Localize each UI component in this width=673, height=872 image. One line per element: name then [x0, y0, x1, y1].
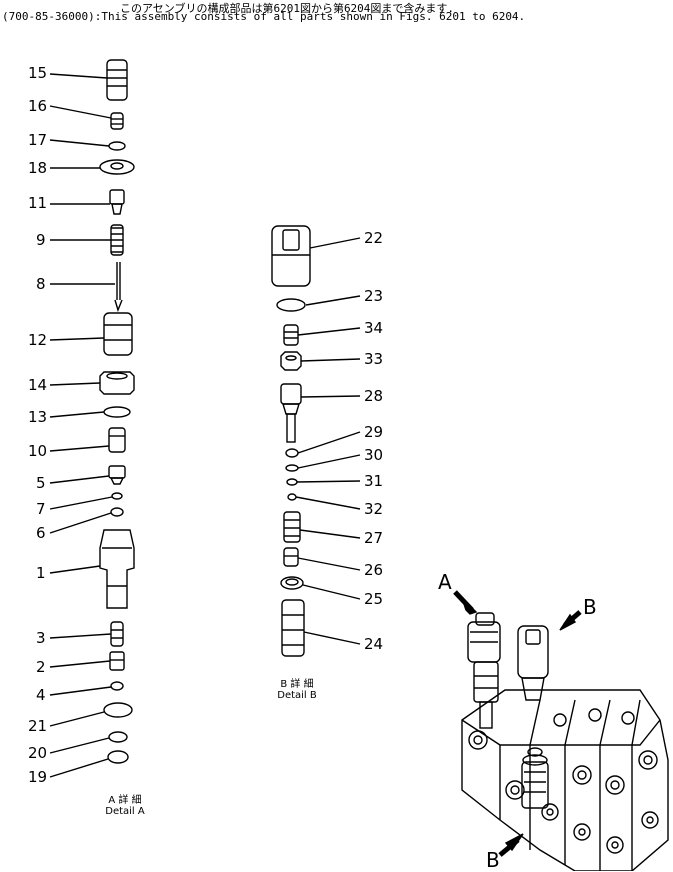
- label-21: 21: [28, 717, 48, 735]
- label-7: 7: [36, 500, 46, 518]
- label-11: 11: [28, 194, 48, 212]
- header-japanese: このアセンブリの構成部品は第6201図から第6204図まで含みます.: [120, 2, 455, 15]
- detail-b-jp: B 詳 細: [280, 679, 314, 690]
- part-28: [280, 383, 302, 443]
- label-26: 26: [364, 561, 384, 579]
- part-19: [107, 750, 129, 764]
- view-marker-b-top: B: [583, 595, 597, 619]
- label-25: 25: [364, 590, 384, 608]
- label-5: 5: [36, 474, 46, 492]
- view-arrow-b-top: [559, 610, 582, 631]
- part-22: [271, 225, 311, 287]
- valve-assembly-drawing: [461, 612, 669, 871]
- part-6: [110, 507, 124, 517]
- label-27: 27: [364, 529, 384, 547]
- part-1: [99, 529, 135, 609]
- detail-b-en: Detail B: [277, 690, 317, 701]
- part-33: [280, 351, 302, 371]
- label-28: 28: [364, 387, 384, 405]
- part-10: [108, 427, 126, 453]
- part-31: [286, 478, 298, 486]
- part-18: [99, 159, 135, 175]
- part-25: [280, 576, 304, 590]
- leaders-b: [295, 237, 361, 645]
- part-34: [283, 324, 299, 346]
- label-4: 4: [36, 686, 46, 704]
- part-13: [103, 406, 131, 418]
- part-12: [103, 312, 133, 356]
- part-23: [276, 298, 306, 312]
- part-16: [110, 112, 124, 130]
- part-7: [111, 492, 123, 500]
- detail-a-jp: A 詳 細: [108, 795, 142, 806]
- header-english: (700-85-36000):This assembly consists of…: [2, 10, 526, 23]
- part-14: [99, 371, 135, 395]
- label-31: 31: [364, 472, 384, 490]
- part-8: [114, 262, 123, 313]
- label-15: 15: [28, 64, 48, 82]
- label-16: 16: [28, 97, 48, 115]
- part-32: [287, 493, 297, 501]
- part-24: [281, 599, 305, 657]
- part-15: [106, 59, 128, 101]
- part-2: [109, 651, 125, 671]
- label-13: 13: [28, 408, 48, 426]
- label-29: 29: [364, 423, 384, 441]
- label-22: 22: [364, 229, 384, 247]
- part-29: [285, 448, 299, 458]
- label-6: 6: [36, 524, 46, 542]
- label-23: 23: [364, 287, 384, 305]
- part-4: [110, 681, 124, 691]
- detail-a-caption: A 詳 細 Detail A: [90, 795, 160, 817]
- part-30: [285, 464, 299, 472]
- label-1: 1: [36, 564, 46, 582]
- label-3: 3: [36, 629, 46, 647]
- part-5: [108, 465, 126, 485]
- label-20: 20: [28, 744, 48, 762]
- label-32: 32: [364, 500, 384, 518]
- label-12: 12: [28, 331, 48, 349]
- part-17: [108, 141, 126, 151]
- label-24: 24: [364, 635, 384, 653]
- label-10: 10: [28, 442, 48, 460]
- part-27: [283, 511, 301, 543]
- label-8: 8: [36, 275, 46, 293]
- part-3: [110, 621, 124, 647]
- label-17: 17: [28, 131, 48, 149]
- detail-b-caption: B 詳 細 Detail B: [262, 679, 332, 701]
- view-marker-a: A: [438, 570, 452, 594]
- part-26: [283, 547, 299, 567]
- label-18: 18: [28, 159, 48, 177]
- detail-a-en: Detail A: [105, 806, 145, 817]
- label-14: 14: [28, 376, 48, 394]
- view-marker-b-bottom: B: [486, 848, 500, 872]
- label-30: 30: [364, 446, 384, 464]
- view-arrow-a: [453, 590, 478, 615]
- label-34: 34: [364, 319, 384, 337]
- label-19: 19: [28, 768, 48, 786]
- part-21: [103, 702, 133, 718]
- label-33: 33: [364, 350, 384, 368]
- view-arrow-b-bottom: [498, 833, 524, 857]
- part-20: [108, 731, 128, 743]
- part-9: [110, 224, 124, 256]
- leaders-a: [49, 73, 115, 778]
- part-11: [109, 189, 125, 215]
- label-9: 9: [36, 231, 46, 249]
- label-2: 2: [36, 658, 46, 676]
